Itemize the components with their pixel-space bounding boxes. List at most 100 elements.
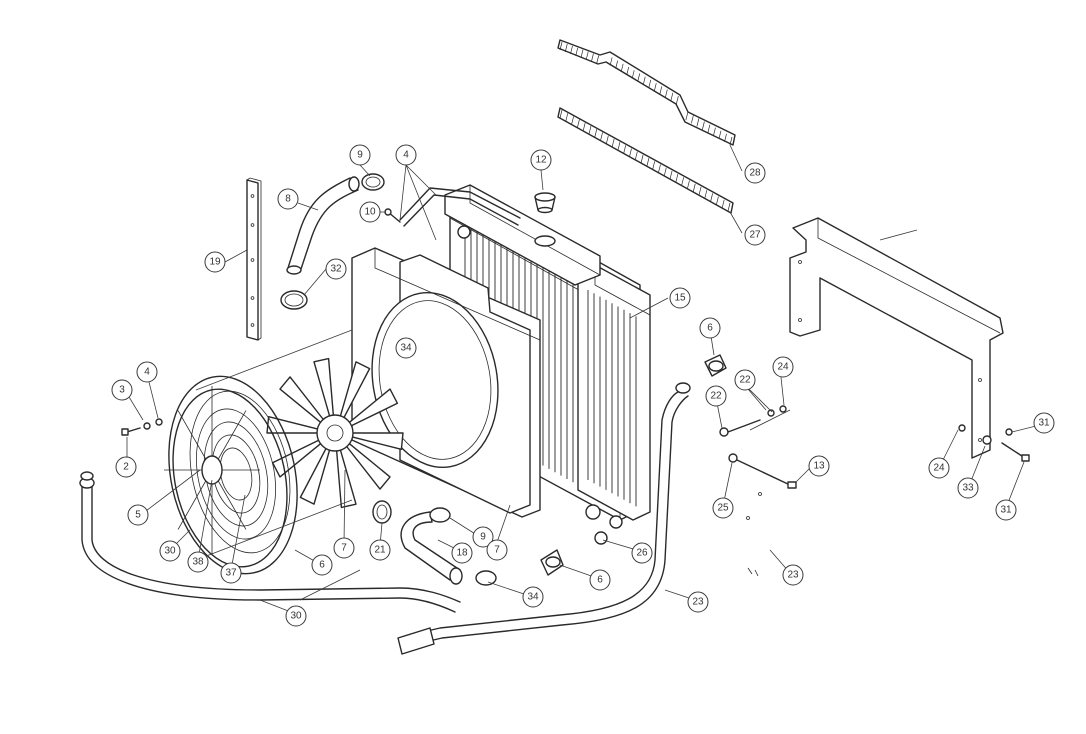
callout-label: 27 (749, 230, 761, 241)
callout[interactable]: 22 (705, 385, 727, 407)
callout[interactable]: 22 (734, 369, 756, 391)
callout-label: 37 (225, 568, 237, 579)
long-hose-30 (79, 471, 461, 613)
mounting-strap (246, 177, 262, 341)
callout[interactable]: 30 (285, 605, 307, 627)
callout[interactable]: 13 (808, 455, 830, 477)
callout-label: 7 (341, 543, 347, 554)
callout[interactable]: 7 (333, 537, 355, 559)
callout-label: 19 (209, 257, 221, 268)
callout-label: 23 (692, 597, 704, 608)
callout[interactable]: 18 (451, 542, 473, 564)
callout[interactable]: 9 (349, 144, 371, 166)
fitting-26 (585, 504, 623, 545)
callout[interactable]: 34 (395, 337, 417, 359)
callout[interactable]: 2 (115, 456, 137, 478)
callout-label: 34 (400, 343, 412, 354)
callout[interactable]: 32 (325, 258, 347, 280)
upper-hose (286, 176, 360, 275)
hardware-right (958, 424, 1030, 462)
construction-lines (195, 329, 791, 601)
long-hose-23 (397, 382, 691, 655)
upper-pipe (399, 187, 521, 227)
callout-label: 30 (164, 546, 176, 557)
callout-label: 34 (527, 592, 539, 603)
callout-label: 13 (813, 461, 825, 472)
callout-label: 9 (480, 532, 486, 543)
fitting-6-upper (704, 354, 727, 377)
callout[interactable]: 15 (669, 287, 691, 309)
callout-label: 24 (933, 463, 945, 474)
callout[interactable]: 12 (530, 149, 552, 171)
callout-label: 38 (192, 557, 204, 568)
callout-bubbles: 28 27 12 9 4 8 10 32 19 34 15 6 24 22 22… (111, 144, 1055, 627)
hardware-mid (719, 405, 797, 577)
callout[interactable]: 31 (1033, 412, 1055, 434)
oil-cooler (577, 264, 651, 521)
callout-label: 4 (144, 367, 150, 378)
top-tank (444, 184, 601, 286)
callout[interactable]: 23 (687, 591, 709, 613)
callout[interactable]: 31 (995, 499, 1017, 521)
callout[interactable]: 19 (204, 251, 226, 273)
callout-label: 21 (374, 545, 386, 556)
filler-cap (534, 192, 556, 214)
callout[interactable]: 6 (589, 569, 611, 591)
callout-label: 4 (403, 150, 409, 161)
callout[interactable]: 24 (772, 356, 794, 378)
cooling-fan (266, 357, 404, 509)
callout[interactable]: 3 (111, 379, 133, 401)
callout-label: 5 (135, 510, 141, 521)
callout[interactable]: 10 (359, 201, 381, 223)
callout[interactable]: 6 (699, 317, 721, 339)
callout[interactable]: 7 (486, 539, 508, 561)
fitting-6-lower (540, 549, 564, 576)
callout[interactable]: 4 (395, 144, 417, 166)
callout-label: 8 (285, 194, 291, 205)
callout[interactable]: 37 (220, 562, 242, 584)
callout-label: 31 (1038, 418, 1050, 429)
hose-clamp-lower (429, 507, 497, 586)
hose-clamp-upper (361, 173, 385, 191)
callout[interactable]: 23 (782, 564, 804, 586)
hardware-left (121, 418, 163, 436)
callout[interactable]: 6 (311, 554, 333, 576)
callout-label: 6 (319, 560, 325, 571)
callout-label: 6 (597, 575, 603, 586)
callout[interactable]: 27 (744, 224, 766, 246)
callout-label: 12 (535, 155, 547, 166)
hose-clamp-34-upper (280, 290, 308, 310)
callout[interactable]: 28 (744, 162, 766, 184)
callout-label: 15 (674, 293, 686, 304)
callout[interactable]: 4 (136, 361, 158, 383)
callout-label: 3 (119, 385, 125, 396)
callout[interactable]: 24 (928, 457, 950, 479)
callout-label: 6 (707, 323, 713, 334)
callout-label: 10 (364, 207, 376, 218)
callout[interactable]: 34 (522, 586, 544, 608)
callout-label: 2 (123, 462, 129, 473)
clamp-21 (372, 500, 392, 524)
callout-label: 24 (777, 362, 789, 373)
callout-label: 22 (710, 391, 722, 402)
callout-label: 18 (456, 548, 468, 559)
callout[interactable]: 26 (631, 542, 653, 564)
callout[interactable]: 33 (957, 477, 979, 499)
callout-label: 23 (787, 570, 799, 581)
callout[interactable]: 9 (472, 526, 494, 548)
fan-guard (164, 375, 298, 575)
callout[interactable]: 25 (712, 497, 734, 519)
callout-label: 30 (290, 611, 302, 622)
callout[interactable]: 8 (277, 188, 299, 210)
seal-strip-upper (557, 39, 736, 146)
callout-label: 9 (357, 150, 363, 161)
lower-hose (400, 511, 463, 585)
callout-label: 32 (330, 264, 342, 275)
callout[interactable]: 5 (127, 504, 149, 526)
callout-label: 22 (739, 375, 751, 386)
callout[interactable]: 30 (159, 540, 181, 562)
callout[interactable]: 21 (369, 539, 391, 561)
callout[interactable]: 38 (187, 551, 209, 573)
fan-shroud (351, 247, 541, 518)
callout-label: 26 (636, 548, 648, 559)
